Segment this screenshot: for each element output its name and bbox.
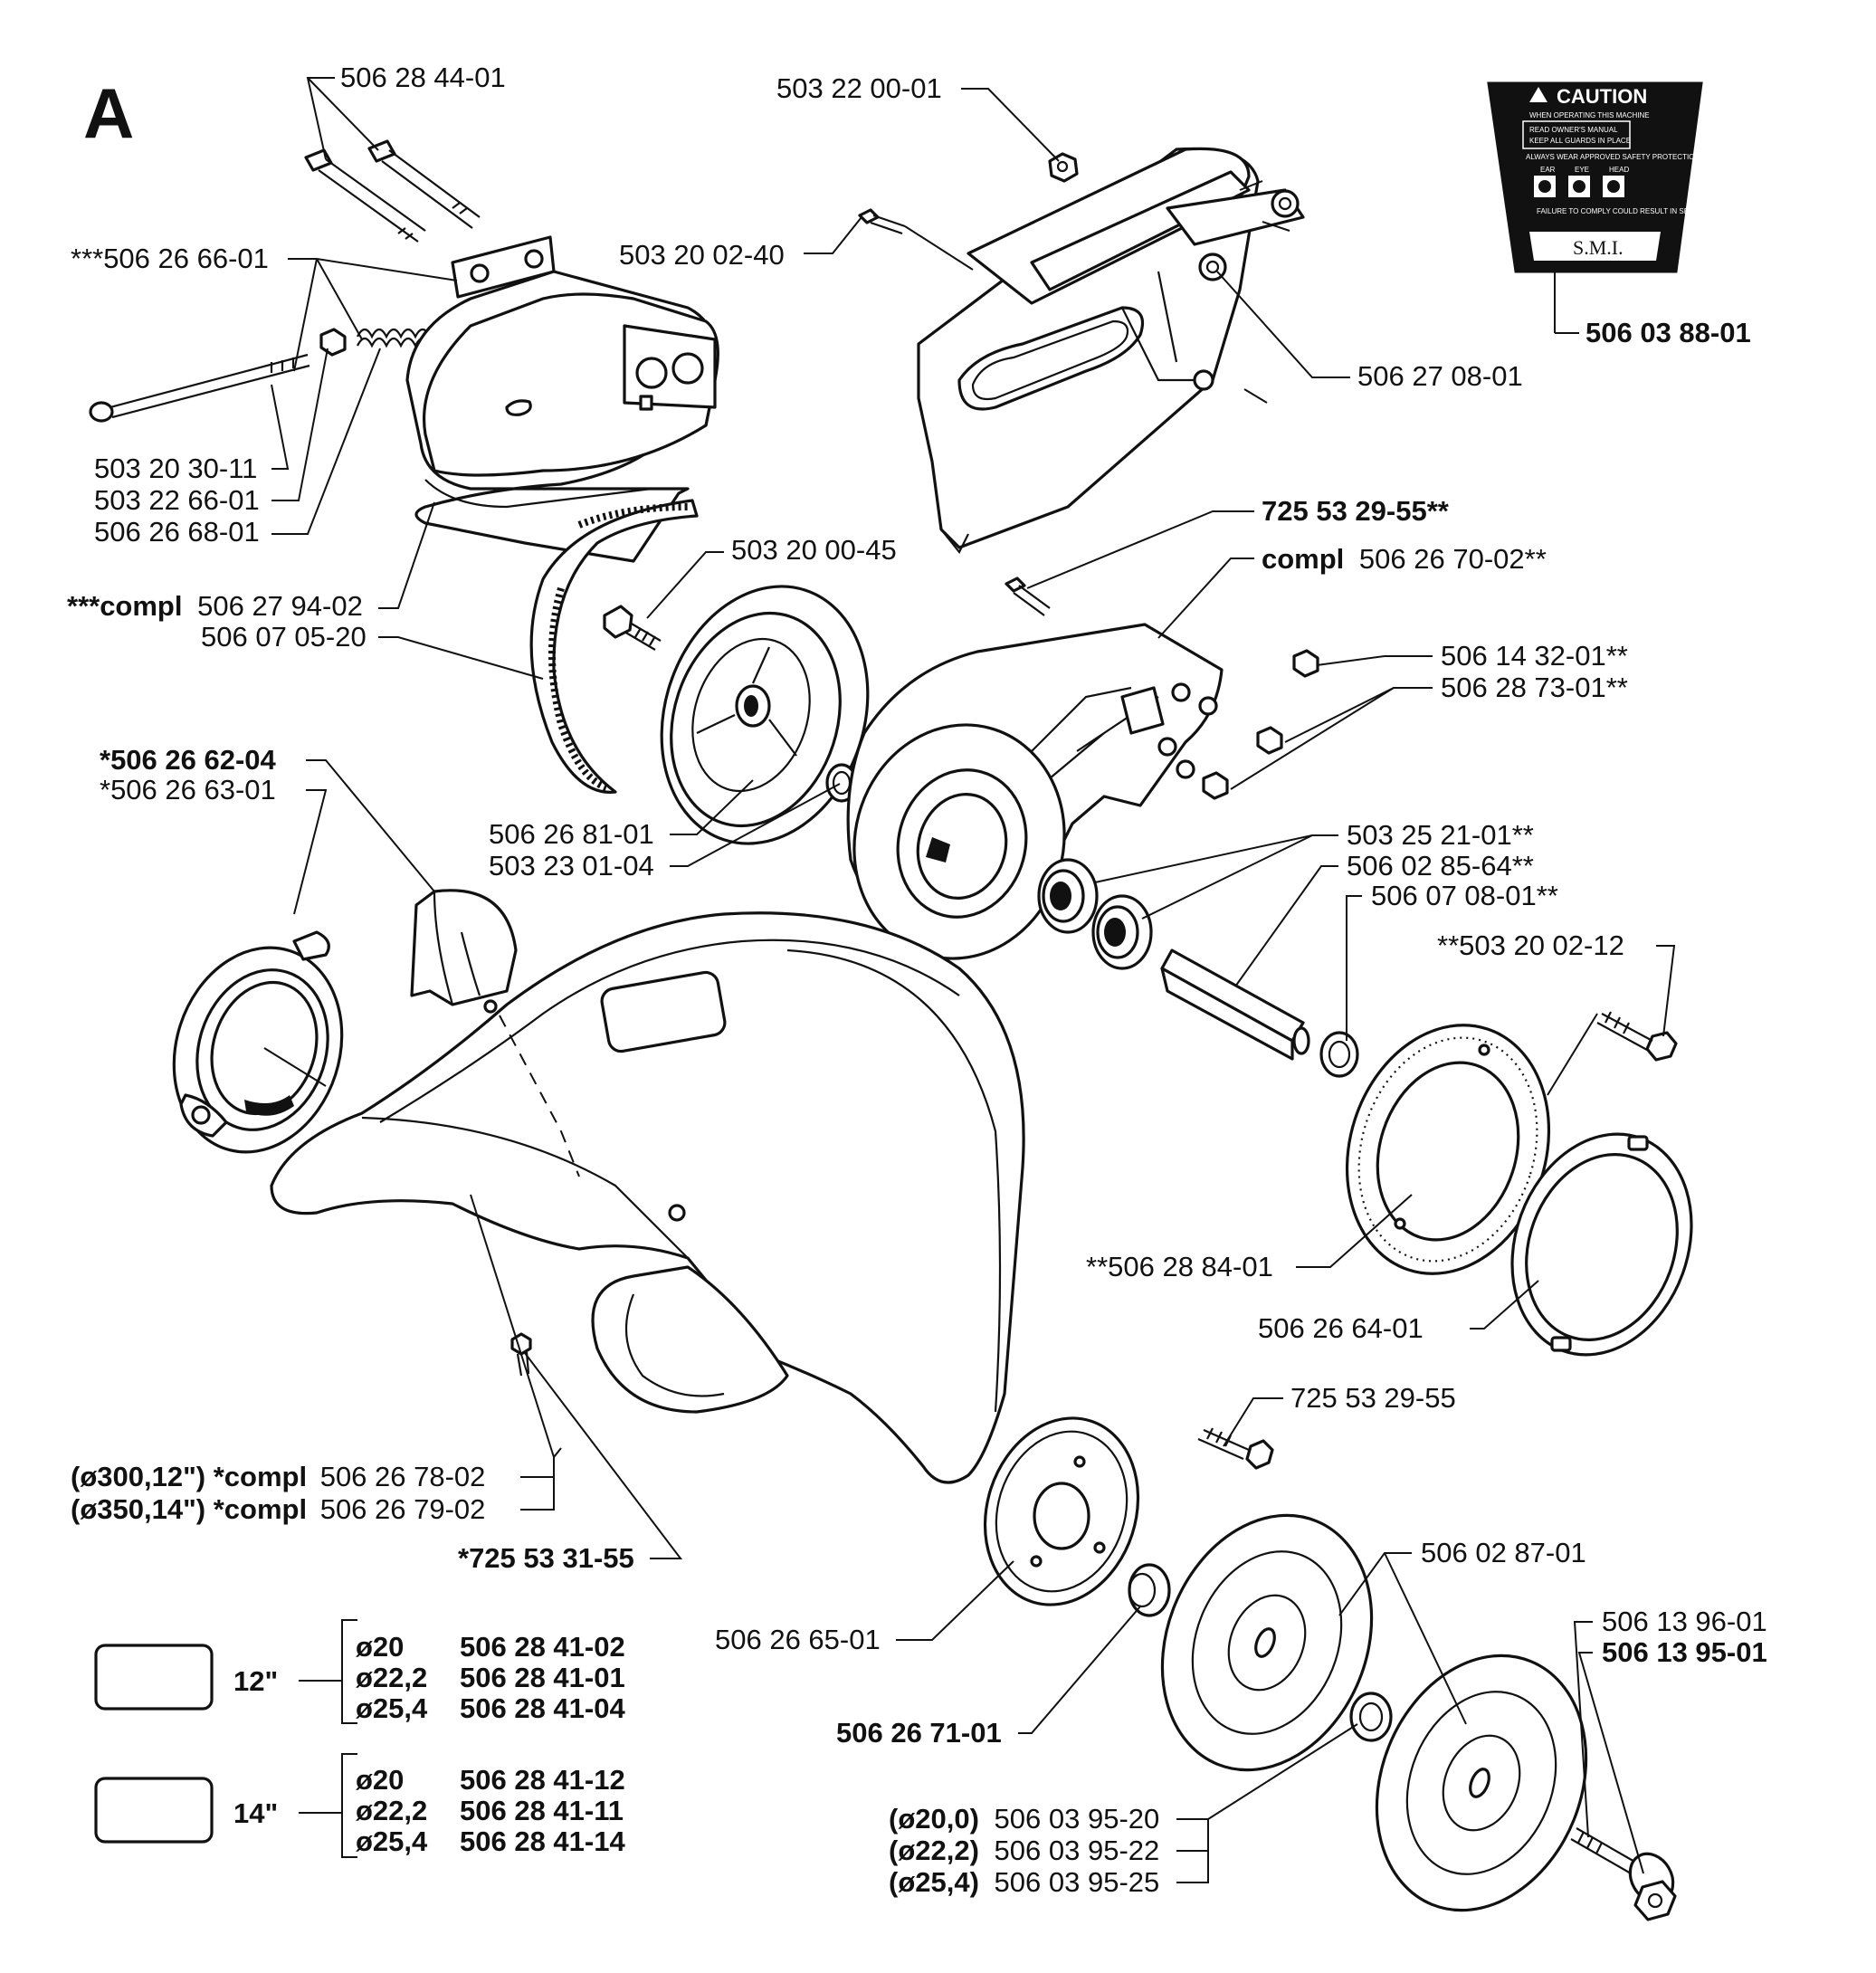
label-506267101: 506 26 71-01 [836, 1717, 1002, 1749]
bearings-and-shaft [1037, 858, 1359, 1078]
bushing-part: 506 28 41-02 [460, 1631, 625, 1663]
label-d254: (ø25,4) 506 03 95-25 [889, 1866, 1159, 1898]
label-506028564: 506 02 85-64** [1347, 850, 1534, 882]
section-letter: A [83, 73, 134, 153]
label-506139601: 506 13 96-01 [1602, 1606, 1767, 1637]
label-506139501: 506 13 95-01 [1602, 1636, 1767, 1668]
bracket-14 [341, 1753, 357, 1858]
drive-belt [529, 499, 699, 794]
pulley [603, 585, 870, 845]
bushing-dia: ø25,4 [356, 1692, 428, 1724]
blade-guard [270, 911, 1025, 1484]
label-503230104: 503 23 01-04 [489, 850, 654, 882]
label-506268101: 506 26 81-01 [489, 818, 654, 850]
bushing-box-14 [94, 1777, 214, 1844]
label-compl-506279402: ***compl 506 27 94-02 [67, 590, 363, 622]
bushing-box-12 [94, 1644, 214, 1711]
bushing-dia: ø20 [356, 1631, 404, 1663]
label-506266301: *506 26 63-01 [100, 774, 276, 805]
label-506270801: 506 27 08-01 [1357, 360, 1523, 392]
leader-lines [263, 77, 1676, 1883]
label-725533155: *725 53 31-55 [458, 1542, 634, 1574]
bushing-part: 506 28 41-01 [460, 1662, 625, 1693]
label-506287301: 506 28 73-01** [1441, 672, 1628, 703]
caution-keep: KEEP ALL GUARDS IN PLACE [1529, 137, 1631, 145]
caution-read: READ OWNER'S MANUAL [1529, 126, 1618, 134]
label-506262604: *506 26 62-04 [100, 744, 277, 776]
label-506070801: 506 07 08-01** [1371, 880, 1558, 911]
caution-title: CAUTION [1557, 85, 1647, 108]
bushing-dia: ø25,4 [356, 1825, 428, 1857]
label-503200045: 503 20 00-45 [731, 534, 897, 566]
label-compl-506267002: compl 506 26 70-02** [1262, 543, 1547, 575]
label-g300: (ø300,12") *compl 506 26 78-02 [71, 1461, 485, 1492]
label-725532955: 725 53 29-55 [1290, 1382, 1456, 1414]
flanges [983, 1416, 1677, 1921]
caution-wear: ALWAYS WEAR APPROVED SAFETY PROTECTION F… [1526, 153, 1718, 161]
label-506266801: 506 26 68-01 [94, 516, 260, 548]
belt-guard-group [89, 139, 719, 563]
label-503220001: 503 22 00-01 [776, 72, 942, 104]
label-506143201: 506 14 32-01** [1441, 640, 1628, 672]
bushing-part: 506 28 41-12 [460, 1764, 625, 1796]
bushing-dia: ø22,2 [356, 1795, 427, 1826]
bushing-size-12: 12" [233, 1665, 278, 1697]
bushing-table: 12" ø20 506 28 41-02 ø22,2 506 28 41-01 … [233, 1631, 625, 1857]
bushing-dia: ø20 [356, 1764, 404, 1796]
caution-head: HEAD [1609, 166, 1629, 174]
caution-ear: EAR [1540, 166, 1556, 174]
caution-line1: WHEN OPERATING THIS MACHINE [1529, 111, 1650, 119]
part-labels: 506 28 44-01 ***506 26 66-01 503 20 30-1… [67, 62, 1767, 1898]
label-506266501: 506 26 65-01 [715, 1624, 881, 1655]
support-arm [846, 577, 1319, 960]
caution-decal: CAUTION WHEN OPERATING THIS MACHINE READ… [1487, 81, 1768, 273]
label-d200: (ø20,0) 506 03 95-20 [889, 1803, 1159, 1835]
label-725532955-dbl: 725 53 29-55** [1262, 495, 1450, 527]
caution-fail: FAILURE TO COMPLY COULD RESULT IN SERIOU… [1537, 207, 1768, 215]
caution-brand: S.M.I. [1573, 236, 1624, 259]
label-503200240: 503 20 02-40 [619, 239, 785, 271]
caution-eye: EYE [1575, 166, 1589, 174]
bushing-part: 506 28 41-11 [460, 1795, 624, 1826]
label-503203011: 503 20 30-11 [94, 453, 257, 484]
label-506070520: 506 07 05-20 [201, 621, 367, 653]
label-506038801: 506 03 88-01 [1586, 317, 1751, 348]
label-503200212: **503 20 02-12 [1437, 929, 1624, 961]
bracket-12 [341, 1619, 357, 1724]
label-503226601: 503 22 66-01 [94, 484, 260, 516]
bushing-part: 506 28 41-04 [460, 1692, 625, 1724]
bushing-part: 506 28 41-14 [460, 1825, 625, 1857]
label-d222: (ø22,2) 506 03 95-22 [889, 1835, 1159, 1866]
bushing-size-14: 14" [233, 1797, 278, 1829]
label-506284401: 506 28 44-01 [340, 62, 506, 93]
label-503252101: 503 25 21-01** [1347, 819, 1534, 851]
label-506288401: **506 28 84-01 [1086, 1251, 1273, 1282]
label-506266601: ***506 26 66-01 [71, 243, 269, 274]
label-506266401: 506 26 64-01 [1258, 1312, 1424, 1344]
label-506028701: 506 02 87-01 [1421, 1537, 1586, 1568]
bushing-dia: ø22,2 [356, 1662, 427, 1693]
cutting-arm [858, 147, 1305, 555]
label-g350: (ø350,14") *compl 506 26 79-02 [71, 1493, 485, 1525]
cover-washers [1345, 1011, 1693, 1357]
